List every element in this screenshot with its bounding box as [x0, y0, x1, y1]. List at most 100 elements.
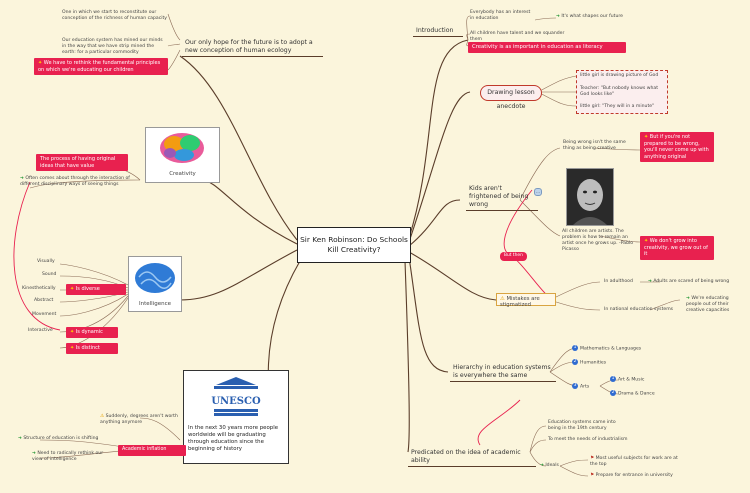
anecdote-box: little girl is drawing picture of God Te… [576, 70, 668, 114]
warning-icon: ⚠ [500, 296, 505, 302]
red-rethink-text: We have to rethink the fundamental princ… [38, 60, 161, 73]
red-dynamic-text: Is dynamic [75, 329, 103, 335]
arts-drama-text: Drama & Dance [618, 391, 655, 397]
star-icon: ✦ [644, 238, 649, 244]
intelligence-image: Intelligence [128, 256, 182, 312]
red-distinct[interactable]: ✦ Is distinct [66, 343, 118, 354]
note-interaction: ➜ Often comes about through the interact… [20, 176, 130, 188]
hier-arts-text: Arts [580, 384, 590, 390]
comment-icon[interactable]: … [534, 188, 542, 196]
acad-19th: Education systems came into being in the… [548, 420, 616, 431]
mode-kinesthetically: Kinesthetically [22, 286, 56, 291]
topic-kids[interactable]: Kids aren't frightened of being wrong [466, 184, 538, 211]
picasso-photo [566, 168, 614, 226]
central-topic[interactable]: Sir Ken Robinson: Do Schools Kill Creati… [297, 227, 411, 263]
label-national: In national education systems [604, 307, 674, 312]
topic-hierarchy[interactable]: Hierarchy in education systems is everyw… [450, 363, 556, 382]
arrow-icon: ➜ [540, 463, 544, 468]
acad-ideals: ➜ Ideals [540, 463, 559, 469]
red-diverse-text: Is diverse [75, 286, 100, 292]
note-interaction-text: Often comes about through the interactio… [20, 176, 130, 187]
brain-color-icon [160, 133, 204, 163]
note-mined: Our education system has mined our minds… [62, 38, 163, 55]
number-icon: 1 [610, 376, 616, 382]
acad-industrialism: To meet the needs of industrialism [548, 437, 628, 442]
note-educating-text: We're educating people out of their crea… [686, 296, 730, 313]
red-grow-out-text: We don't grow into creativity, we grow o… [644, 238, 708, 257]
arrow-icon: ➜ [32, 451, 36, 456]
note-rethink-text: Need to radically rethink our view of in… [32, 451, 104, 462]
arrow-icon: ➜ [648, 279, 652, 284]
red-grow-out[interactable]: ✦ We don't grow into creativity, we grow… [640, 236, 714, 260]
intro-future-text: It's what shapes our future [561, 14, 623, 19]
topic-mistakes-text: Mistakes are stigmatized [500, 296, 540, 308]
number-icon: 2 [572, 359, 578, 365]
anecdote-teacher: Teacher: "But nobody knows what God look… [580, 86, 659, 97]
unesco-quote: In the next 30 years more people worldwi… [188, 425, 279, 452]
note-adults-text: Adults are scared of being wrong [653, 279, 730, 284]
red-rethink-principles[interactable]: ✦ We have to rethink the fundamental pri… [34, 58, 168, 75]
star-icon: ✦ [644, 134, 649, 140]
note-structure: ➜ Structure of education is shifting [18, 436, 124, 442]
red-distinct-text: Is distinct [75, 345, 100, 351]
red-creativity-def[interactable]: The process of having original ideas tha… [36, 154, 128, 171]
note-degrees: ⚠ Suddenly, degrees aren't worth anythin… [100, 414, 180, 426]
brain-blue-icon [135, 263, 175, 293]
unesco-logo-text: UNESCO [211, 396, 261, 407]
arrow-icon: ➜ [686, 296, 690, 301]
arrow-icon: ➜ [18, 436, 22, 441]
star-icon: ✦ [70, 286, 75, 292]
number-icon: 3 [572, 383, 578, 389]
topic-anecdote[interactable]: Drawing lesson anecdote [480, 85, 542, 110]
red-creativity-literacy[interactable]: Creativity is as important in education … [468, 42, 626, 53]
creativity-label: Creativity [169, 171, 196, 177]
flag-icon: ⚑ [590, 473, 595, 478]
topic-hope[interactable]: Our only hope for the future is to adopt… [182, 38, 323, 57]
label-adulthood: In adulthood [604, 279, 633, 284]
number-icon: 1 [572, 345, 578, 351]
red-academic-inflation[interactable]: Academic inflation [118, 445, 186, 456]
red-dynamic[interactable]: ✦ Is dynamic [66, 327, 118, 338]
note-structure-text: Structure of education is shifting [23, 436, 99, 441]
topic-mistakes-label: ⚠ Mistakes are stigmatized [500, 296, 556, 308]
red-not-prepared-text: But if you're not prepared to be wrong, … [644, 134, 709, 160]
number-icon: 2 [610, 390, 616, 396]
creativity-image: Creativity [145, 127, 220, 183]
topic-mistakes[interactable]: ⚠ Mistakes are stigmatized [496, 293, 556, 308]
mode-visually: Visually [37, 259, 55, 264]
note-educating-out: ➜ We're educating people out of their cr… [686, 296, 738, 314]
unesco-logo-icon: UNESCO [211, 377, 261, 416]
hier-humanities-text: Humanities [580, 360, 607, 366]
picasso-quote: All children are artists. The problem is… [562, 229, 634, 252]
topic-introduction[interactable]: Introduction [413, 26, 463, 37]
acad-ideals-text: Ideals [545, 463, 559, 468]
central-topic-text: Sir Ken Robinson: Do Schools Kill Creati… [300, 235, 408, 254]
arts-music-text: Art & Music [618, 377, 645, 383]
ideal-useful-text: Most useful subjects for work are at the… [590, 456, 678, 467]
mode-movement: Movement [32, 312, 57, 317]
portrait-icon [573, 179, 607, 225]
intro-talent: All children have talent and we squander… [470, 31, 565, 42]
anecdote-reply: little girl: "They will in a minute" [580, 104, 655, 109]
ideal-useful: ⚑ Most useful subjects for work are at t… [590, 456, 680, 468]
red-not-prepared[interactable]: ✦ But if you're not prepared to be wrong… [640, 132, 714, 162]
flag-icon: ⚑ [590, 456, 595, 461]
mode-abstract: Abstract [34, 298, 54, 303]
star-icon: ✦ [38, 60, 43, 66]
ideal-university: ⚑ Prepare for entrance in university [590, 473, 690, 479]
note-adults-scared: ➜ Adults are scared of being wrong [648, 279, 738, 285]
note-being-wrong: Being wrong isn't the same thing as bein… [563, 140, 626, 151]
label-but-then: But then [500, 252, 527, 261]
arrow-icon: ➜ [556, 14, 560, 19]
red-diverse[interactable]: ✦ Is diverse [66, 284, 126, 295]
anecdote-girl: little girl is drawing picture of God [580, 73, 659, 78]
note-degrees-text: Suddenly, degrees aren't worth anything … [100, 414, 178, 425]
topic-academic[interactable]: Predicated on the idea of academic abili… [408, 448, 536, 467]
intro-interest: Everybody has an interest in education [470, 10, 531, 21]
